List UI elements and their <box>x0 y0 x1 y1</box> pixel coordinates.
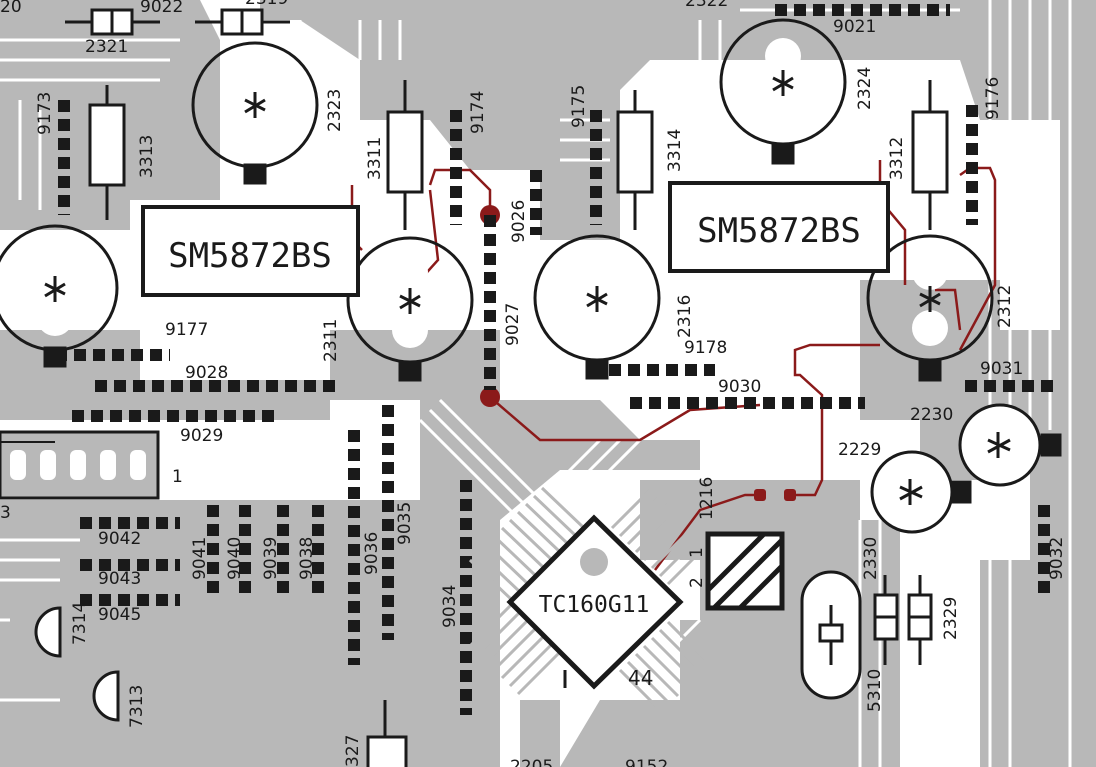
label-2316: 2316 <box>675 295 695 338</box>
connector-pin-1: 1 <box>172 467 183 487</box>
label-3314: 3314 <box>665 129 685 172</box>
transistor-7314 <box>34 606 62 658</box>
label-9036: 9036 <box>362 532 382 575</box>
jumper-wires <box>55 4 1055 715</box>
ic-left: SM5872BS <box>141 205 360 297</box>
label-7314: 7314 <box>70 602 90 645</box>
label-2319: 2319 <box>245 0 288 9</box>
via-pad <box>784 489 796 501</box>
label-9040: 9040 <box>225 537 245 580</box>
capacitor-2319 <box>195 8 290 36</box>
label-9045: 9045 <box>98 605 141 625</box>
red-trace <box>790 343 880 497</box>
capacitor-2230 <box>958 403 1062 487</box>
label-9035: 9035 <box>395 502 415 545</box>
pin-last-label: 44 <box>628 666 653 690</box>
label-9178: 9178 <box>684 338 727 358</box>
label-3313: 3313 <box>137 135 157 178</box>
capacitor-2229 <box>870 450 972 534</box>
capacitor-2329 <box>907 575 933 665</box>
label-9177: 9177 <box>165 320 208 340</box>
ic-left-label: SM5872BS <box>168 236 332 276</box>
resistor-3314 <box>616 90 654 230</box>
label-9176: 9176 <box>983 77 1003 120</box>
label-2312: 2312 <box>995 285 1015 328</box>
label-5310: 5310 <box>865 669 885 712</box>
label-3311: 3311 <box>365 137 385 180</box>
red-trace <box>428 168 492 215</box>
label-9042: 9042 <box>98 529 141 549</box>
label-9175: 9175 <box>569 85 589 128</box>
label-9039: 9039 <box>261 537 281 580</box>
ic-right: SM5872BS <box>668 181 890 273</box>
capacitor-2330 <box>873 575 899 665</box>
edge-label: 3 <box>0 503 11 523</box>
label-9038: 9038 <box>297 537 317 580</box>
label-2324: 2324 <box>855 67 875 110</box>
label-3327: 327 <box>343 735 363 767</box>
red-trace <box>935 288 962 331</box>
transistor-7313 <box>92 670 120 722</box>
label-3312: 3312 <box>887 137 907 180</box>
label-9029: 9029 <box>180 426 223 446</box>
label-2322: 2322 <box>685 0 728 11</box>
red-trace <box>878 160 907 285</box>
label-9043: 9043 <box>98 569 141 589</box>
label-9021: 9021 <box>833 17 876 37</box>
label-9174: 9174 <box>468 91 488 134</box>
label-2329: 2329 <box>941 597 961 640</box>
label-2321: 2321 <box>85 37 128 57</box>
resistors <box>88 80 949 230</box>
crystal-5310 <box>800 570 862 700</box>
label-9030: 9030 <box>718 377 761 397</box>
capacitor-2321 <box>65 8 160 36</box>
capacitor-2316 <box>533 234 661 380</box>
label-2330: 2330 <box>861 537 881 580</box>
label-2230: 2230 <box>910 405 953 425</box>
label-2311: 2311 <box>321 319 341 362</box>
edge-label: 20 <box>0 0 22 17</box>
label-9034: 9034 <box>440 585 460 628</box>
resistor-3311 <box>386 80 424 230</box>
label-9026: 9026 <box>509 200 529 243</box>
transistors <box>34 606 120 722</box>
small-caps <box>65 8 933 665</box>
via-pad <box>480 387 500 407</box>
capacitor-2311 <box>346 236 474 382</box>
label-7313: 7313 <box>127 685 147 728</box>
label-9031: 9031 <box>980 359 1023 379</box>
edge-label: 9152 <box>625 757 668 767</box>
ic-qfp-label: TC160G11 <box>539 592 650 618</box>
ic-qfp: TC160G11 44 <box>468 484 712 714</box>
hatched-component <box>705 531 785 611</box>
label-2323: 2323 <box>325 89 345 132</box>
label-9032: 9032 <box>1047 537 1067 580</box>
edge-label: 2205 <box>510 757 553 767</box>
connector-left <box>0 430 160 500</box>
capacitor-2324 <box>719 18 847 165</box>
capacitors <box>0 18 1062 534</box>
capacitor-left <box>0 224 119 368</box>
label-9173: 9173 <box>35 92 55 135</box>
label-9028: 9028 <box>185 363 228 383</box>
qfp-pin-1: 1 <box>687 547 707 558</box>
label-9022: 9022 <box>140 0 183 17</box>
capacitor-2312 <box>866 234 994 382</box>
label-9027: 9027 <box>503 303 523 346</box>
label-1216: 1216 <box>697 477 717 520</box>
ic-right-label: SM5872BS <box>697 211 861 251</box>
red-trace <box>654 493 760 571</box>
label-9041: 9041 <box>190 537 210 580</box>
capacitor-2323 <box>191 41 319 185</box>
resistor-3312 <box>911 80 949 230</box>
via-pad <box>754 489 766 501</box>
resistor-3313 <box>88 85 126 220</box>
resistor-3327 <box>366 700 408 767</box>
label-2229: 2229 <box>838 440 881 460</box>
qfp-pin-2: 2 <box>687 577 707 588</box>
